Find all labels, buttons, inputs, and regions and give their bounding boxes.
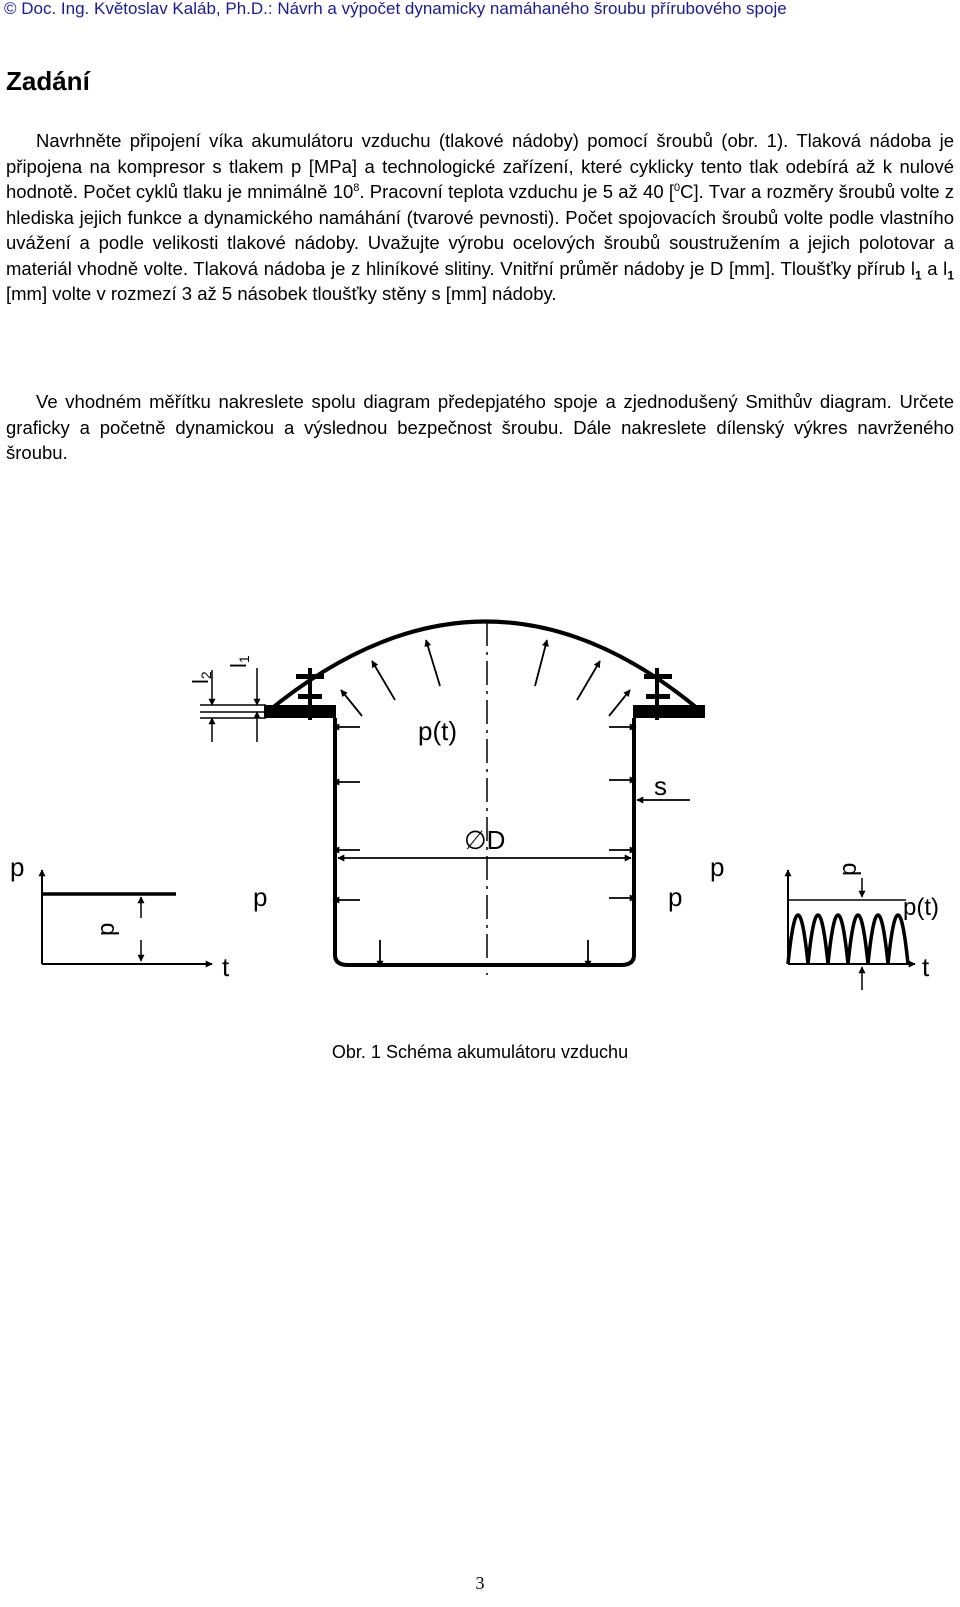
left-pressure-time-diagram	[38, 869, 213, 968]
header-separator: :	[267, 0, 278, 18]
section-title: Zadání	[6, 66, 90, 96]
wall-pressure-arrows	[332, 723, 637, 904]
assignment-paragraph-1: Navrhněte připojení víka akumulátoru vzd…	[6, 128, 954, 307]
label-p-inside: p	[253, 882, 267, 912]
p1-sup-degree: 0	[674, 181, 681, 194]
label-right-p-rotated: p	[835, 863, 862, 876]
vessel-lid-arc	[264, 619, 705, 715]
p1-s2: . Pracovní teplota vzduchu je 5 až 40 [	[359, 181, 675, 202]
flange-thickness-dimension	[200, 668, 266, 742]
cyclic-pressure-wave	[786, 913, 910, 965]
assignment-paragraph-2: Ve vhodném měřítku nakreslete spolu diag…	[6, 389, 954, 466]
right-pressure-time-diagram	[784, 869, 916, 990]
p1-s3: C]. Tvar a rozměry šroubů volte z hledis…	[6, 181, 955, 279]
label-left-t: t	[222, 952, 230, 982]
vessel-wall-left	[333, 718, 349, 967]
header-title: Návrh a výpočet dynamicky namáhaného šro…	[277, 0, 787, 18]
label-wall-thickness: s	[654, 771, 667, 801]
flange-right	[633, 668, 705, 720]
label-right-t: t	[922, 952, 930, 982]
p2-text: Ve vhodném měřítku nakreslete spolu diag…	[6, 391, 954, 463]
p1-s1: Navrhněte připojení víka akumulátoru vzd…	[6, 130, 954, 202]
bottom-pressure-arrows	[376, 940, 592, 968]
label-pt-inside: p(t)	[418, 716, 457, 746]
p1-s5: [mm] volte v rozmezí 3 až 5 násobek tlou…	[6, 283, 557, 304]
page-number: 3	[475, 1573, 485, 1593]
label-right-p-axis: p	[710, 852, 724, 882]
p1-sup-exponent: 8	[353, 181, 360, 194]
lid-pressure-arrows	[340, 639, 631, 717]
scheme-drawing: l2 l1 p(t) s ∅D p p p p t p p p(t) t	[10, 619, 939, 990]
p1-sub-1: 1	[914, 268, 922, 283]
label-diameter: ∅D	[464, 825, 505, 855]
p1-sub-2: 1	[947, 268, 954, 283]
label-l2: l2	[188, 671, 214, 684]
vessel	[264, 619, 705, 967]
figure-labels: l2 l1 p(t) s ∅D p p p p t p p p(t) t	[10, 655, 939, 982]
vessel-wall-right	[620, 718, 636, 967]
p1-s4: a l	[921, 257, 948, 279]
label-left-p-axis: p	[10, 852, 24, 882]
figure-1-accumulator-scheme: l2 l1 p(t) s ∅D p p p p t p p p(t) t	[0, 600, 960, 1010]
header-author: © Doc. Ing. Květoslav Kaláb, Ph.D.	[4, 0, 268, 18]
label-l1: l1	[226, 655, 252, 668]
label-left-p-value: p	[93, 923, 120, 936]
flange-left	[264, 668, 336, 720]
page-header: © Doc. Ing. Květoslav Kaláb, Ph.D.: Návr…	[4, 0, 787, 19]
figure-caption: Obr. 1 Schéma akumulátoru vzduchu	[331, 1042, 629, 1062]
label-right-pt: p(t)	[903, 894, 939, 921]
label-p-right: p	[668, 882, 682, 912]
